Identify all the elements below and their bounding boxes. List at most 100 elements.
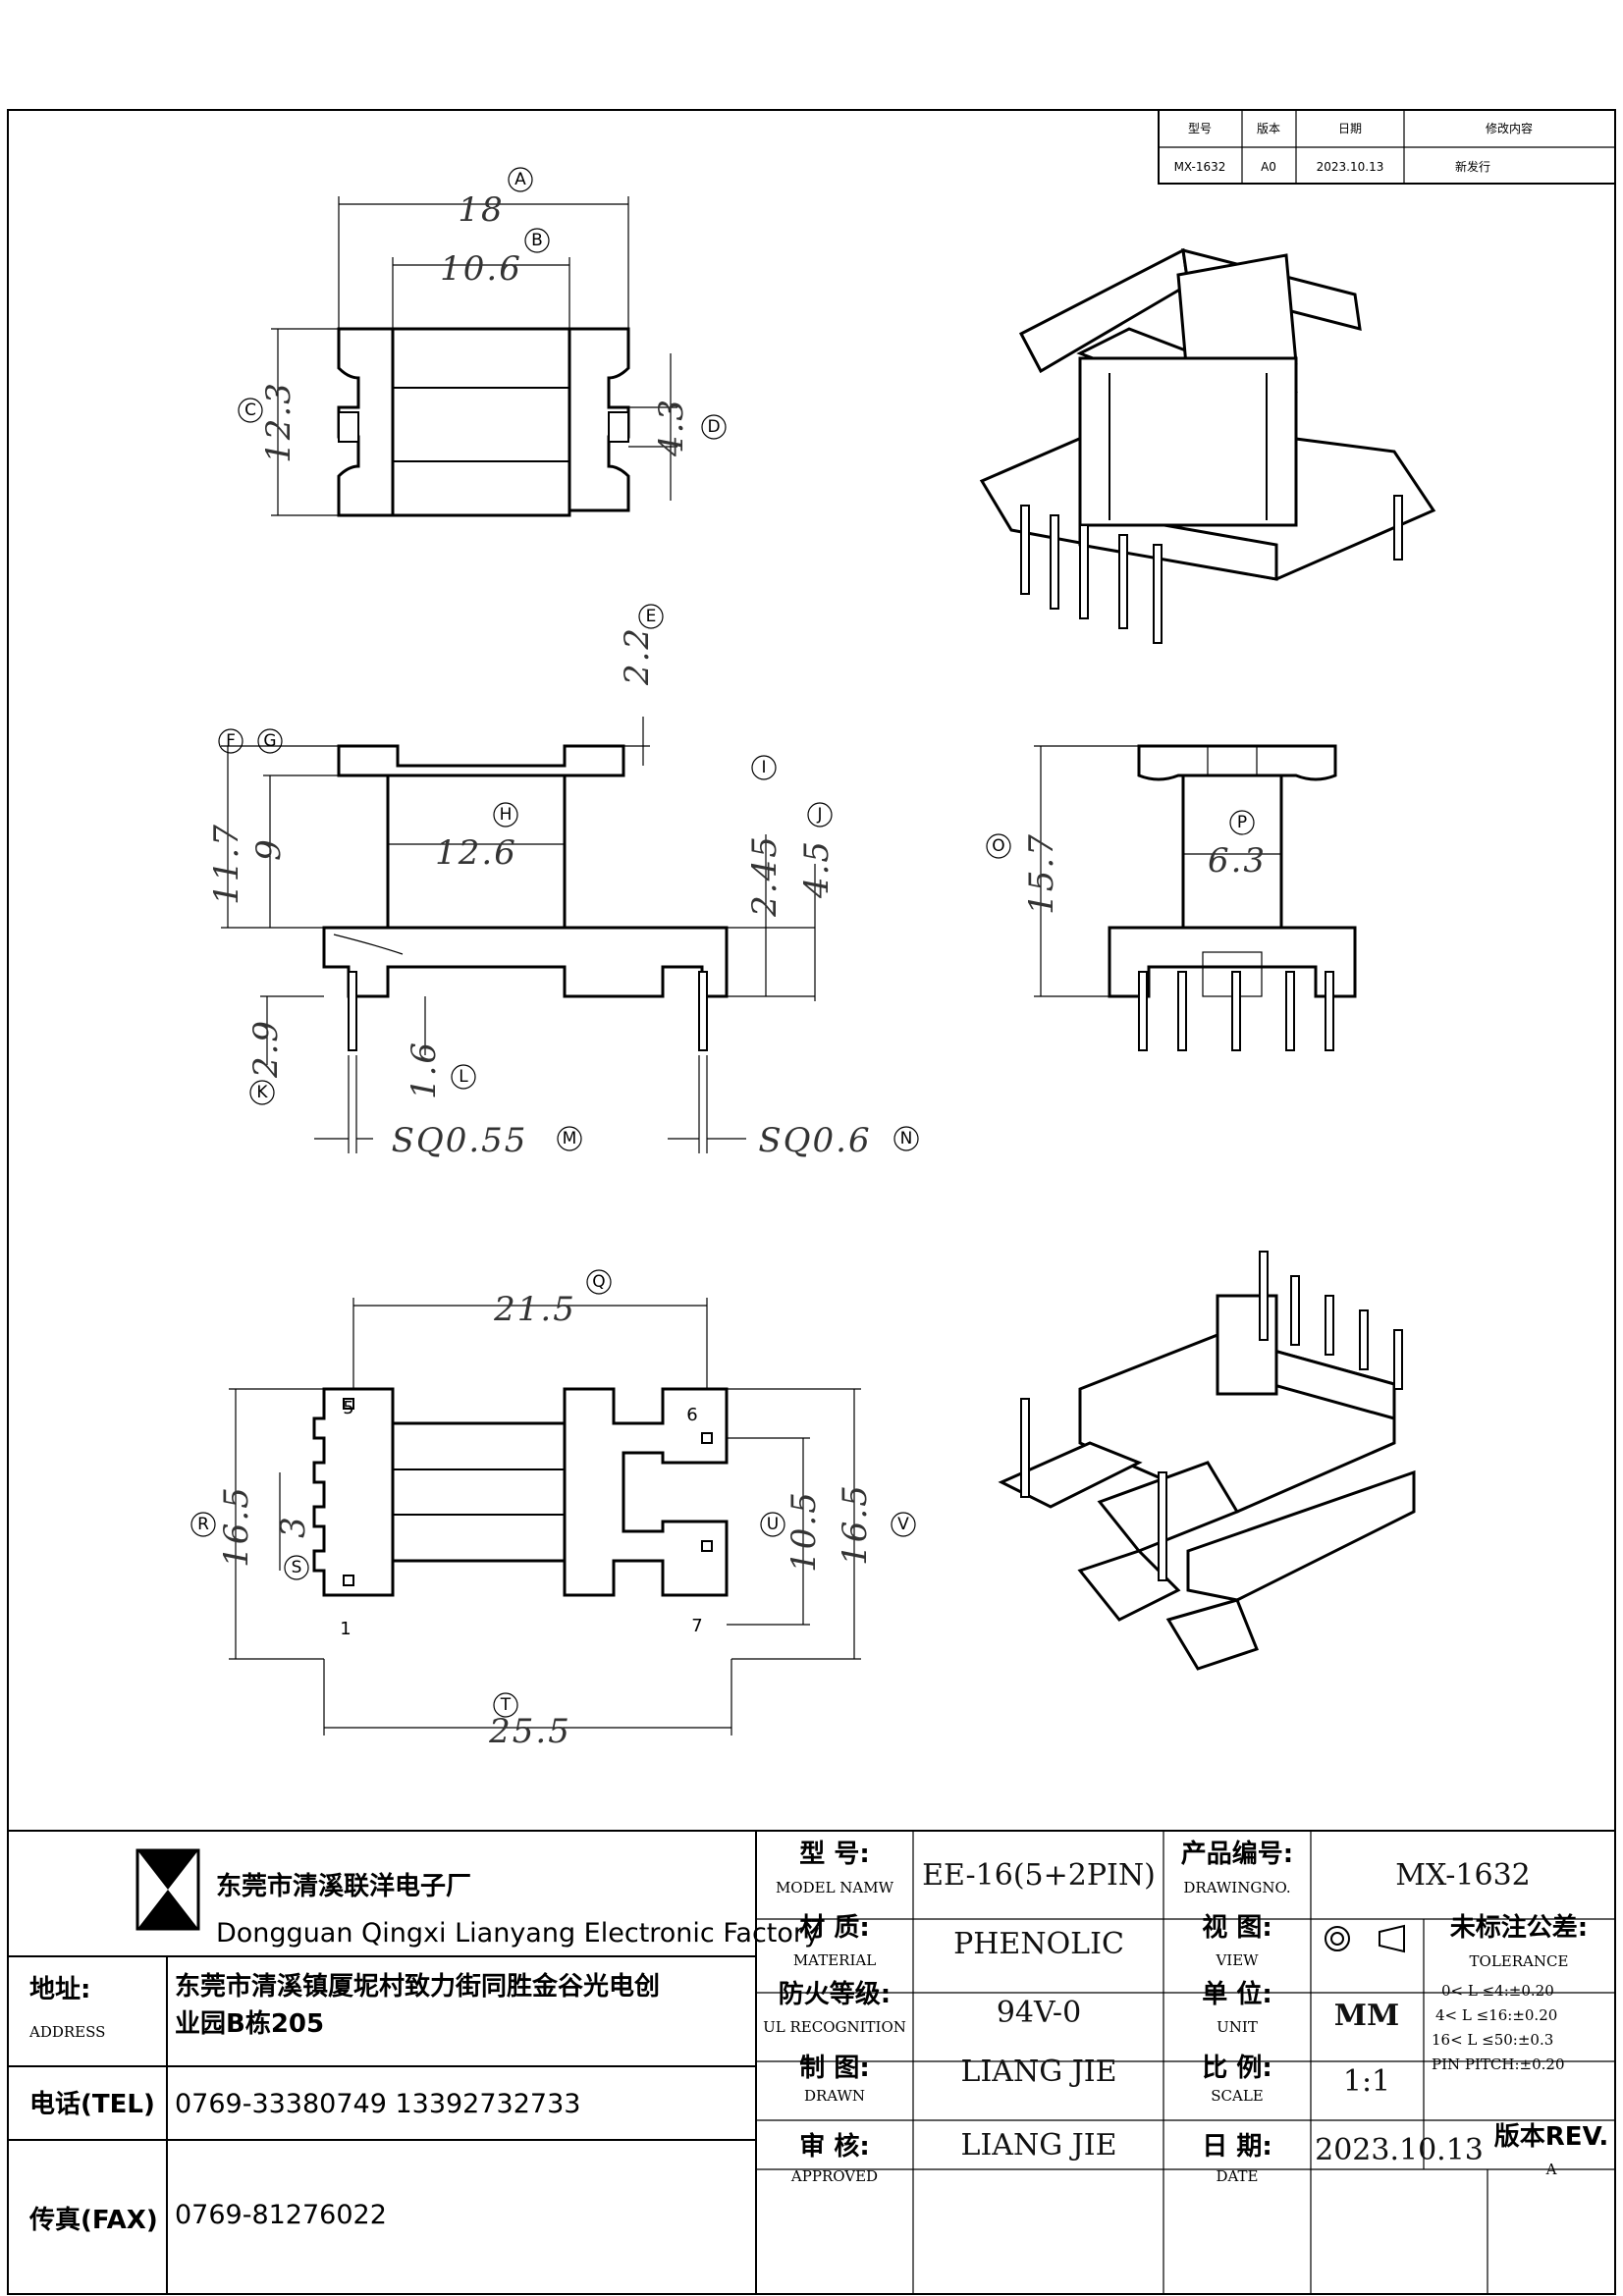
svg-text:P: P	[1237, 813, 1247, 832]
dim-N-value: SQ0.6	[758, 1121, 871, 1160]
dim-D-tag	[701, 414, 727, 440]
dim-L-value: 1.6	[405, 1041, 444, 1099]
svg-text:K: K	[256, 1083, 268, 1102]
dim-U-value: 10.5	[784, 1490, 824, 1573]
address-label-cn: 地址:	[29, 1975, 90, 2004]
dim-H-tag	[493, 802, 518, 828]
dim-P-tag	[1229, 810, 1255, 835]
view-label-en: VIEW	[1215, 1951, 1259, 1969]
drawn-value: LIANG JIE	[961, 2055, 1117, 2089]
drawingno-label-cn: 产品编号:	[1181, 1839, 1293, 1869]
dim-H-value: 12.6	[435, 833, 517, 873]
approved-value: LIANG JIE	[961, 2128, 1117, 2163]
revision-table: 型号 版本 日期 修改内容 MX-1632 A0 2023.10.13 新发行	[1158, 109, 1616, 185]
fax-label: 传真(FAX)	[28, 2206, 158, 2235]
dim-D-value: 4.3	[652, 398, 691, 457]
rev-header-content: 修改内容	[1486, 121, 1533, 135]
isometric-view-top	[979, 247, 1436, 644]
model-label-en: MODEL NAMW	[776, 1879, 894, 1896]
dim-U-tag	[760, 1512, 785, 1537]
model-value: EE-16(5+2PIN)	[922, 1858, 1156, 1893]
dim-R-value: 16.5	[217, 1485, 256, 1568]
dim-G-tag	[257, 728, 283, 754]
unit-label-cn: 单 位:	[1202, 1979, 1271, 2009]
view-label-cn: 视 图:	[1202, 1913, 1271, 1943]
rev-header-model: 型号	[1188, 122, 1212, 135]
company-name-en: Dongguan Qingxi Lianyang Electronic Fact…	[216, 1918, 820, 1949]
dim-J-value: 4.5	[797, 839, 837, 899]
dim-L-tag	[451, 1064, 476, 1090]
svg-text:J: J	[816, 805, 822, 825]
dim-M-value: SQ0.55	[392, 1121, 528, 1160]
company-name-cn: 东莞市清溪联洋电子厂	[216, 1871, 471, 1901]
address-line-1: 东莞市清溪镇厦坭村致力街同胜金谷光电创	[175, 1971, 660, 2002]
drawn-label-cn: 制 图:	[799, 2054, 869, 2083]
svg-text:F: F	[226, 731, 236, 751]
svg-text:E: E	[646, 607, 657, 626]
title-block: 东莞市清溪联洋电子厂 Dongguan Qingxi Lianyang Elec…	[7, 1830, 1616, 2295]
model-label-cn: 型 号:	[799, 1840, 869, 1869]
approved-label-cn: 审 核:	[799, 2131, 869, 2162]
dim-T-tag	[493, 1692, 518, 1718]
svg-text:S: S	[292, 1558, 302, 1577]
projection-symbol-icon	[1325, 1924, 1405, 1953]
unit-label-en: UNIT	[1217, 2018, 1258, 2036]
rev-label: 版本REV.	[1493, 2122, 1608, 2152]
rev-content: 新发行	[1455, 159, 1490, 174]
svg-text:I: I	[761, 758, 766, 777]
svg-text:M: M	[563, 1129, 577, 1148]
dim-B-value: 10.6	[440, 249, 522, 289]
dim-O-tag	[986, 833, 1011, 859]
rev-model: MX-1632	[1174, 160, 1226, 174]
fax-value: 0769-81276022	[175, 2200, 387, 2230]
svg-text:A: A	[514, 170, 526, 189]
svg-text:L: L	[459, 1067, 468, 1087]
material-value: PHENOLIC	[953, 1927, 1124, 1961]
dim-F-value: 11.7	[207, 823, 246, 905]
side-view: 15.7 O 6.3 P	[986, 744, 1357, 1051]
tolerance-line-3: 16< L ≤50:±0.3	[1432, 2031, 1553, 2049]
svg-text:C: C	[244, 400, 256, 420]
dim-C-tag	[238, 398, 263, 423]
tolerance-label-en: TOLERANCE	[1470, 1952, 1569, 1970]
address-label-en: ADDRESS	[28, 2023, 105, 2041]
dim-I-tag	[751, 755, 777, 780]
pin-number-7: 7	[691, 1616, 702, 1636]
rev-value: A	[1545, 2161, 1557, 2178]
rev-header-version: 版本	[1257, 122, 1280, 135]
svg-text:N: N	[900, 1129, 913, 1148]
dim-Q-tag	[586, 1269, 612, 1295]
dim-G-value: 9	[249, 837, 289, 861]
pin-number-6: 6	[686, 1405, 697, 1425]
svg-text:U: U	[767, 1515, 779, 1534]
svg-text:H: H	[500, 805, 513, 825]
ul-label-en: UL RECOGNITION	[763, 2018, 906, 2036]
tolerance-line-4: PIN PITCH:±0.20	[1432, 2056, 1565, 2073]
tel-label: 电话(TEL)	[29, 2090, 155, 2119]
approved-label-en: APPROVED	[790, 2167, 878, 2185]
dim-K-tag	[249, 1080, 275, 1105]
bottom-view: 5 1 6 7 21.5 Q 16.5 R 3 S 25.5 T 10.5	[190, 1269, 916, 1751]
drawingno-label-en: DRAWINGNO.	[1183, 1879, 1290, 1896]
dim-V-value: 16.5	[836, 1483, 875, 1566]
date-label-en: DATE	[1217, 2167, 1259, 2185]
dim-A-value: 18	[458, 190, 504, 230]
svg-text:Q: Q	[592, 1272, 605, 1292]
dim-M-tag	[557, 1126, 582, 1151]
dim-K-value: 2.9	[246, 1019, 286, 1079]
dim-Q-value: 21.5	[493, 1290, 576, 1329]
dim-I-value: 2.45	[745, 834, 784, 918]
tolerance-line-1: 0< L ≤4:±0.20	[1441, 1982, 1554, 2000]
pin-number-5: 5	[343, 1398, 353, 1418]
dim-S-value: 3	[274, 1515, 313, 1538]
dim-R-tag	[190, 1512, 216, 1537]
isometric-view-bottom	[998, 1251, 1416, 1671]
svg-text:V: V	[897, 1515, 909, 1534]
dim-S-tag	[284, 1555, 309, 1580]
dim-V-tag	[891, 1512, 916, 1537]
scale-value: 1:1	[1343, 2064, 1390, 2099]
ul-label-cn: 防火等级:	[779, 1979, 891, 2009]
svg-text:B: B	[531, 231, 543, 250]
pin-number-1: 1	[340, 1619, 351, 1639]
